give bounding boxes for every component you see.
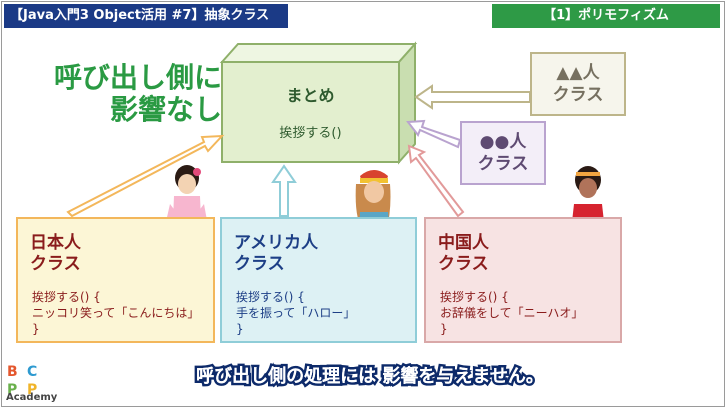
logo-label: Academy [6,392,58,403]
logo-letter-p1: P [7,382,17,398]
arrow-japan-to-summary [66,134,225,218]
china-code-line-2: お辞儀をして「ニーハオ」 [440,306,584,320]
logo-letter-b: B [7,364,18,380]
logo-letter-p2: P [27,382,37,398]
subtitle: 呼び出し側の処理には 影響を与えません。 [196,366,544,387]
headline-line-1: 呼び出し側に [53,61,222,94]
arrow-america-to-summary [271,164,297,217]
subtitle-outline: 呼び出し側の処理には 影響を与えません。 [194,364,547,390]
page-title: 【Java入門3 Object活用 #7】抽象クラス [4,4,288,28]
arrow-china-to-summary [407,144,465,218]
circle-class-line-2: クラス [477,154,529,174]
circle-class-box: ●●人 クラス [460,121,546,185]
triangle-class-box: ▲▲人 クラス [530,52,626,116]
china-class-name: 中国人 クラス [438,233,489,275]
arrow-triangles-to-summary [414,84,531,110]
china-code-line-1: 挨拶する() { [440,290,509,304]
china-class-box: 中国人 クラス 挨拶する() { お辞儀をして「ニーハオ」 } [424,217,622,343]
headline-line-2: 影響なし [109,93,222,126]
america-code-line-1: 挨拶する() { [236,290,305,304]
japan-code-line-2: ニッコリ笑って「こんにちは」 [32,306,200,320]
china-code-line-3: } [440,322,448,336]
japan-code-line-3: } [32,322,40,336]
china-class-code: 挨拶する() { お辞儀をして「ニーハオ」 } [440,289,583,337]
japan-class-box: 日本人 クラス 挨拶する() { ニッコリ笑って「こんにちは」 } [16,217,215,343]
summary-box: まとめ 挨拶する() [222,62,399,162]
japan-class-line-1: 日本人 [30,233,81,253]
summary-method: 挨拶する() [279,126,342,141]
logo-letter-c: C [27,364,37,380]
japan-class-name: 日本人 クラス [30,233,81,275]
america-class-box: アメリカ人 クラス 挨拶する() { 手を振って「ハロー」 } [220,217,417,343]
america-class-code: 挨拶する() { 手を振って「ハロー」 } [236,289,355,337]
america-code-line-3: } [236,322,244,336]
america-code-line-2: 手を振って「ハロー」 [236,306,356,320]
america-class-line-2: クラス [234,254,285,274]
japan-class-code: 挨拶する() { ニッコリ笑って「こんにちは」 } [32,289,199,337]
circle-class-line-1: ●●人 [479,132,527,152]
cube-side-face [398,41,416,165]
headline: 呼び出し側に 影響なし [36,62,222,126]
japan-code-line-1: 挨拶する() { [32,290,101,304]
cube-front-face [221,61,400,163]
summary-cube [219,41,418,165]
academy-logo: B C P P [7,364,37,398]
japan-class-line-2: クラス [30,254,81,274]
america-class-line-1: アメリカ人 [234,233,319,253]
triangle-class-line-1: ▲▲人 [556,63,600,83]
triangle-class-line-2: クラス [552,85,604,105]
summary-title: まとめ [286,86,335,105]
cube-top-face [219,43,418,63]
china-class-line-1: 中国人 [438,233,489,253]
arrow-circles-to-summary [406,119,462,149]
section-label: 【1】ポリモフィズム [492,4,720,28]
china-class-line-2: クラス [438,254,489,274]
america-class-name: アメリカ人 クラス [234,233,318,275]
